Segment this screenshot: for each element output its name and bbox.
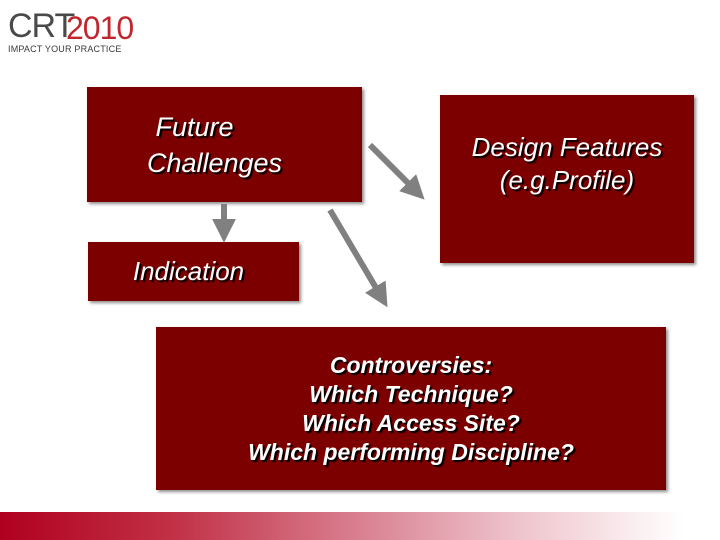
future-challenges-line-2: Challenges	[146, 147, 283, 178]
design-features-box: Design Features (e.g.Profile)	[440, 95, 694, 263]
controversies-line-3: Which Access Site?	[302, 409, 520, 436]
controversies-line-1: Controversies:	[329, 351, 493, 378]
indication-label: Indication	[132, 256, 245, 286]
arrow-future-to-design	[367, 142, 425, 200]
future-challenges-box: Future Challenges	[87, 87, 362, 202]
logo-year-text: 2010	[66, 10, 134, 46]
logo-crt-text: CRT	[8, 7, 75, 45]
design-features-line-2: (e.g.Profile)	[499, 165, 635, 195]
design-features-line-1: Design Features	[471, 132, 663, 162]
logo-tagline: IMPACT YOUR PRACTICE	[8, 44, 122, 54]
future-challenges-line-1: Future	[155, 111, 234, 142]
controversies-box: Controversies: Which Technique? Which Ac…	[156, 327, 666, 490]
indication-box: Indication	[88, 242, 299, 301]
controversies-line-2: Which Technique?	[309, 380, 513, 407]
footer-gradient-bar	[0, 512, 720, 540]
controversies-line-4: Which performing Discipline?	[248, 438, 574, 465]
arrow-future-to-controversies	[327, 208, 388, 308]
crt-2010-logo: CRT 2010 IMPACT YOUR PRACTICE	[6, 6, 146, 56]
